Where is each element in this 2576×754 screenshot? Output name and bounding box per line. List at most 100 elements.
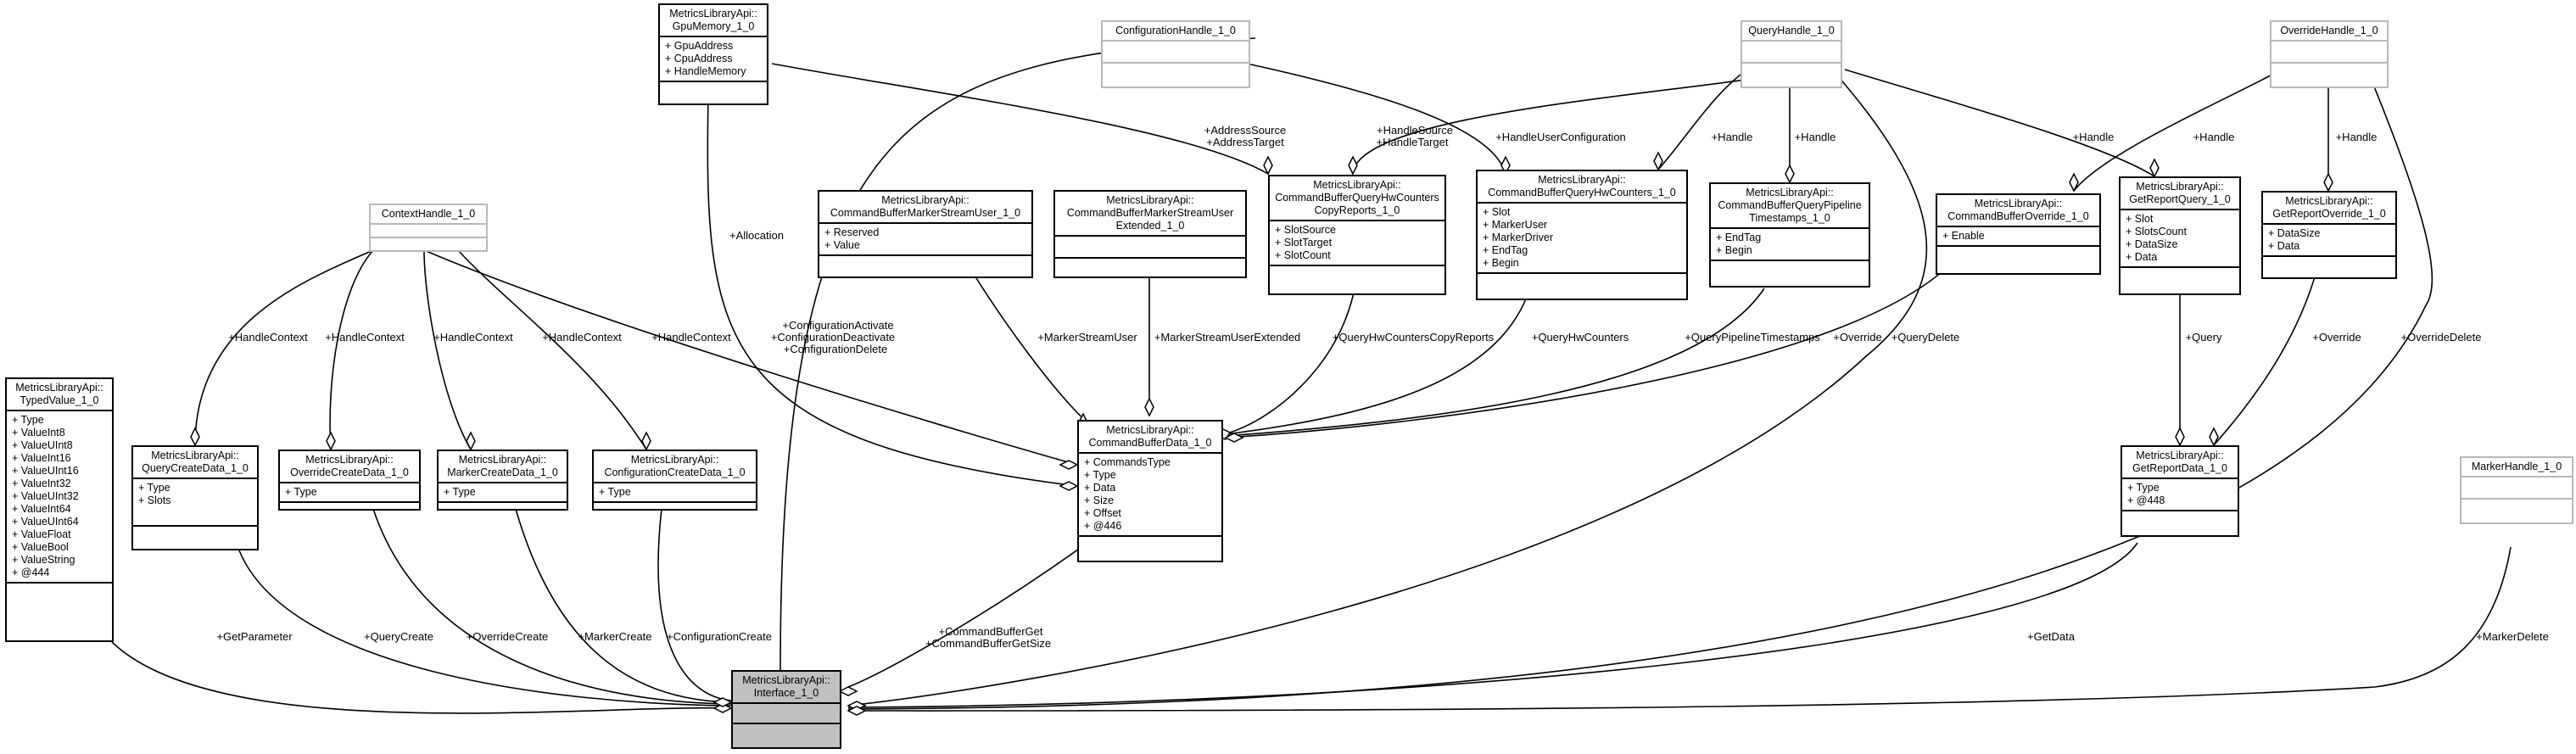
get-report-data-title: MetricsLibraryApi:: GetReportData_1_0 bbox=[2122, 447, 2238, 479]
marker-stream-user-title: MetricsLibraryApi:: CommandBufferMarkerS… bbox=[819, 192, 1031, 224]
diamond-report-override bbox=[2323, 172, 2333, 193]
marker-stream-ext-attrs bbox=[1055, 237, 1245, 259]
cb-override-methods bbox=[1937, 247, 2099, 265]
label-marker-create: +MarkerCreate bbox=[578, 630, 651, 643]
context-handle-attrs bbox=[371, 225, 486, 238]
get-report-query-methods bbox=[2121, 268, 2239, 287]
label-address-1: +AddressSource bbox=[1204, 124, 1286, 137]
label-query-delete: +QueryDelete bbox=[1891, 331, 1960, 343]
label-marker-stream-user: +MarkerStreamUser bbox=[1037, 331, 1137, 343]
diamond-pipeline bbox=[1785, 164, 1795, 184]
get-report-data-node[interactable]: MetricsLibraryApi:: GetReportData_1_0 + … bbox=[2121, 445, 2239, 537]
get-report-query-node[interactable]: MetricsLibraryApi:: GetReportQuery_1_0 +… bbox=[2119, 176, 2241, 295]
override-handle-attrs bbox=[2271, 42, 2387, 64]
get-report-query-attrs: + Slot + SlotsCount + DataSize + Data bbox=[2121, 210, 2239, 268]
cb-override-title: MetricsLibraryApi:: CommandBufferOverrid… bbox=[1937, 195, 2099, 227]
cb-data-node[interactable]: MetricsLibraryApi:: CommandBufferData_1_… bbox=[1077, 420, 1223, 562]
edge-handle-override bbox=[2073, 69, 2283, 192]
edge-context-override-create bbox=[329, 249, 374, 450]
label-config-activate-1: +ConfigurationActivate bbox=[782, 319, 893, 332]
label-handle-1: +Handle bbox=[1712, 131, 1753, 143]
diamond-report-query bbox=[2149, 158, 2160, 178]
override-create-node[interactable]: MetricsLibraryApi:: OverrideCreateData_1… bbox=[278, 450, 421, 511]
label-handle-context-5: +HandleContext bbox=[651, 331, 731, 343]
label-configuration-create: +ConfigurationCreate bbox=[667, 630, 772, 643]
config-create-node[interactable]: MetricsLibraryApi:: ConfigurationCreateD… bbox=[592, 450, 757, 511]
hw-counters-node[interactable]: MetricsLibraryApi:: CommandBufferQueryHw… bbox=[1476, 170, 1688, 300]
label-cb-get-2: +CommandBufferGetSize bbox=[925, 637, 1051, 650]
label-hw-counters: +QueryHwCounters bbox=[1532, 331, 1629, 343]
marker-stream-user-node[interactable]: MetricsLibraryApi:: CommandBufferMarkerS… bbox=[818, 190, 1033, 278]
marker-create-attrs: + Type bbox=[439, 483, 567, 503]
context-handle-title: ContextHandle_1_0 bbox=[371, 205, 486, 225]
cb-override-node[interactable]: MetricsLibraryApi:: CommandBufferOverrid… bbox=[1936, 193, 2101, 275]
edge-handle-hw bbox=[1657, 69, 1748, 170]
marker-handle-node[interactable]: MarkerHandle_1_0 bbox=[2460, 456, 2573, 524]
get-report-override-methods bbox=[2263, 257, 2395, 274]
edge-handle-report-query bbox=[1844, 69, 2155, 177]
edge-override-delete bbox=[847, 67, 2434, 710]
edge-context-marker-create bbox=[423, 249, 472, 450]
label-query: +Query bbox=[2186, 331, 2222, 343]
edge-cb-get bbox=[847, 546, 1082, 688]
query-handle-node[interactable]: QueryHandle_1_0 bbox=[1741, 20, 1842, 88]
marker-handle-title: MarkerHandle_1_0 bbox=[2461, 458, 2572, 478]
get-report-override-node[interactable]: MetricsLibraryApi:: GetReportOverride_1_… bbox=[2261, 191, 2397, 279]
copy-reports-node[interactable]: MetricsLibraryApi:: CommandBufferQueryHw… bbox=[1268, 175, 1446, 295]
override-handle-title: OverrideHandle_1_0 bbox=[2271, 22, 2387, 42]
label-query-create: +QueryCreate bbox=[364, 630, 433, 643]
label-handle-source-1: +HandleSource bbox=[1377, 124, 1453, 137]
override-create-title: MetricsLibraryApi:: OverrideCreateData_1… bbox=[280, 451, 419, 483]
edge-get-parameter bbox=[111, 641, 732, 714]
cb-data-methods bbox=[1079, 537, 1221, 556]
label-address-2: +AddressTarget bbox=[1206, 136, 1284, 148]
get-report-data-methods bbox=[2122, 511, 2238, 530]
edge-query-delete bbox=[847, 69, 1928, 707]
marker-stream-user-attrs: + Reserved + Value bbox=[819, 224, 1031, 256]
query-handle-attrs bbox=[1742, 42, 1841, 64]
label-marker-delete: +MarkerDelete bbox=[2476, 630, 2549, 643]
diamond-cbget bbox=[838, 686, 858, 696]
edge-context-config-create bbox=[457, 249, 647, 450]
label-handle-5: +Handle bbox=[2336, 131, 2378, 143]
marker-create-title: MetricsLibraryApi:: MarkerCreateData_1_0 bbox=[439, 451, 567, 483]
diamond-copy-reports bbox=[1263, 155, 1273, 176]
context-handle-node[interactable]: ContextHandle_1_0 bbox=[369, 204, 488, 252]
config-handle-methods bbox=[1103, 64, 1249, 86]
label-get-parameter: +GetParameter bbox=[216, 630, 293, 643]
label-override-create: +OverrideCreate bbox=[467, 630, 548, 643]
label-handle-user-config: +HandleUserConfiguration bbox=[1495, 131, 1626, 143]
label-cb-get-1: +CommandBufferGet bbox=[939, 625, 1043, 638]
label-marker-stream-ext: +MarkerStreamUserExtended bbox=[1154, 331, 1300, 343]
label-handle-source-2: +HandleTarget bbox=[1377, 136, 1449, 148]
diamond-hw-counters-2 bbox=[1653, 151, 1663, 171]
marker-create-node[interactable]: MetricsLibraryApi:: MarkerCreateData_1_0… bbox=[437, 450, 568, 511]
label-handle-3: +Handle bbox=[2073, 131, 2115, 143]
marker-stream-ext-title: MetricsLibraryApi:: CommandBufferMarkerS… bbox=[1055, 192, 1245, 237]
interface-methods bbox=[733, 724, 840, 746]
query-create-node[interactable]: MetricsLibraryApi:: QueryCreateData_1_0 … bbox=[131, 445, 259, 550]
edge-context-query-create bbox=[194, 249, 374, 446]
marker-stream-ext-node[interactable]: MetricsLibraryApi:: CommandBufferMarkerS… bbox=[1053, 190, 1247, 278]
edge-allocation bbox=[707, 92, 1078, 487]
override-handle-node[interactable]: OverrideHandle_1_0 bbox=[2270, 20, 2389, 88]
label-handle-context-3: +HandleContext bbox=[433, 331, 513, 343]
query-create-attrs: + Type + Slots bbox=[133, 479, 257, 527]
edge-handle-user-config bbox=[1246, 63, 1506, 175]
marker-stream-ext-methods bbox=[1055, 259, 1245, 281]
config-handle-node[interactable]: ConfigurationHandle_1_0 bbox=[1101, 20, 1250, 88]
label-allocation: +Allocation bbox=[729, 229, 784, 242]
label-copy-reports: +QueryHwCountersCopyReports bbox=[1333, 331, 1495, 343]
config-create-attrs: + Type bbox=[594, 483, 756, 503]
config-create-methods bbox=[594, 503, 756, 515]
query-handle-title: QueryHandle_1_0 bbox=[1742, 22, 1841, 42]
diamond-cbdata-right2 bbox=[1224, 433, 1244, 443]
diamond-interface-2 bbox=[712, 697, 733, 707]
pipeline-ts-node[interactable]: MetricsLibraryApi:: CommandBufferQueryPi… bbox=[1709, 182, 1870, 288]
gpu-memory-methods bbox=[660, 82, 767, 99]
edge-copy-reports bbox=[1229, 271, 1358, 433]
typed-value-title: MetricsLibraryApi:: TypedValue_1_0 bbox=[7, 379, 112, 411]
typed-value-node[interactable]: MetricsLibraryApi:: TypedValue_1_0 + Typ… bbox=[5, 377, 114, 642]
interface-node[interactable]: MetricsLibraryApi:: Interface_1_0 bbox=[731, 670, 841, 749]
gpu-memory-node[interactable]: MetricsLibraryApi:: GpuMemory_1_0 + GpuA… bbox=[658, 3, 768, 105]
